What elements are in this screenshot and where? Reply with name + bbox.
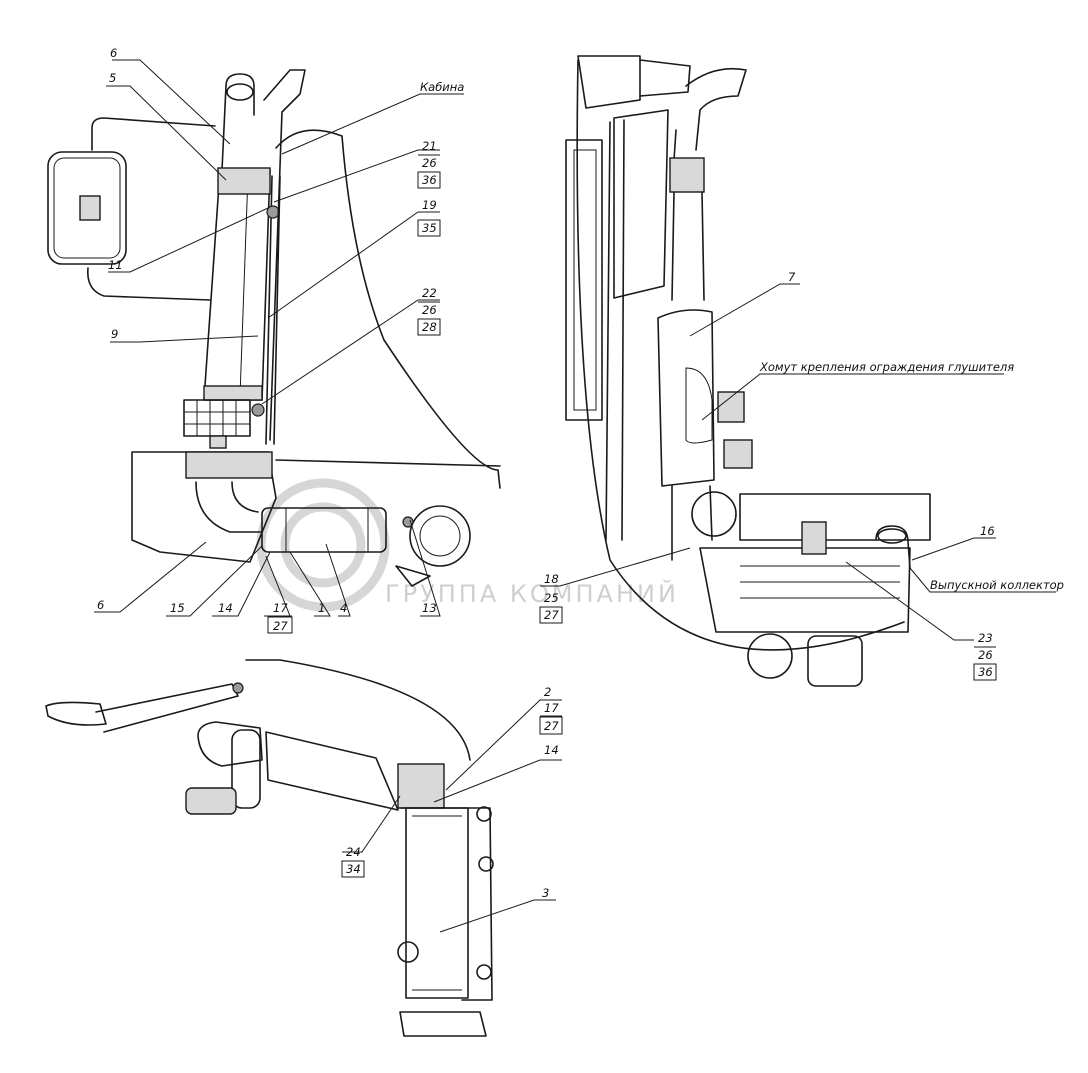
- callout-27-mid: 27: [544, 608, 559, 622]
- callout-6-bottom: 6: [97, 598, 104, 612]
- callout-26-b: 26: [422, 303, 437, 317]
- callout-27-bottom: 27: [544, 719, 559, 733]
- intake-grille: [183, 399, 251, 437]
- callout-22: 22: [422, 286, 437, 300]
- note-exhaust-manifold: Выпускной коллектор: [930, 578, 1064, 592]
- callout-19: 19: [422, 198, 437, 212]
- callout-26-a: 26: [422, 156, 437, 170]
- callout-26-c: 26: [978, 648, 993, 662]
- callout-6-top: 6: [110, 46, 117, 60]
- callout-14-bottom: 14: [544, 743, 559, 757]
- callout-28: 28: [422, 320, 437, 334]
- callout-16: 16: [980, 524, 995, 538]
- callout-3: 3: [542, 886, 549, 900]
- callout-13: 13: [422, 601, 437, 615]
- callout-23: 23: [978, 631, 993, 645]
- callout-27-top: 27: [273, 619, 288, 633]
- watermark: ГРУППА КОМПАНИЙ: [256, 478, 676, 612]
- note-cab: Кабина: [420, 80, 464, 94]
- mirror: [47, 151, 127, 265]
- side-view-left: [47, 69, 501, 587]
- muffler-guard: [203, 169, 271, 401]
- rear-view-right: [565, 55, 931, 687]
- callout-35: 35: [422, 221, 437, 235]
- callout-4: 4: [340, 601, 347, 615]
- callout-25: 25: [544, 591, 559, 605]
- muffler-body: [261, 507, 387, 553]
- callout-15: 15: [170, 601, 185, 615]
- cab-outline: [263, 69, 306, 441]
- callout-36-a: 36: [422, 173, 437, 187]
- callout-24: 24: [346, 845, 361, 859]
- note-muffler-guard-clamp: Хомут крепления ограждения глушителя: [759, 360, 1014, 374]
- leader-lines: [94, 59, 1056, 933]
- callout-11: 11: [108, 258, 123, 272]
- guard-shroud: [657, 309, 715, 487]
- callout-1: 1: [318, 601, 325, 615]
- callout-14-top: 14: [218, 601, 233, 615]
- callouts: 6 5 11 9 6 15 14 17 27 1 4 13 21 26 36 1…: [97, 46, 997, 900]
- callout-2: 2: [544, 685, 551, 699]
- callout-17-bottom: 17: [544, 701, 559, 715]
- muffler-cylinder: [405, 807, 469, 999]
- callout-34: 34: [346, 862, 361, 876]
- engine-top: [739, 493, 931, 541]
- bottom-view: [45, 659, 494, 1037]
- callout-9: 9: [111, 327, 118, 341]
- callout-36-b: 36: [978, 665, 993, 679]
- callout-7: 7: [788, 270, 796, 284]
- callout-5: 5: [109, 71, 116, 85]
- callout-21: 21: [422, 139, 437, 153]
- callout-17-top: 17: [273, 601, 288, 615]
- callout-18: 18: [544, 572, 559, 586]
